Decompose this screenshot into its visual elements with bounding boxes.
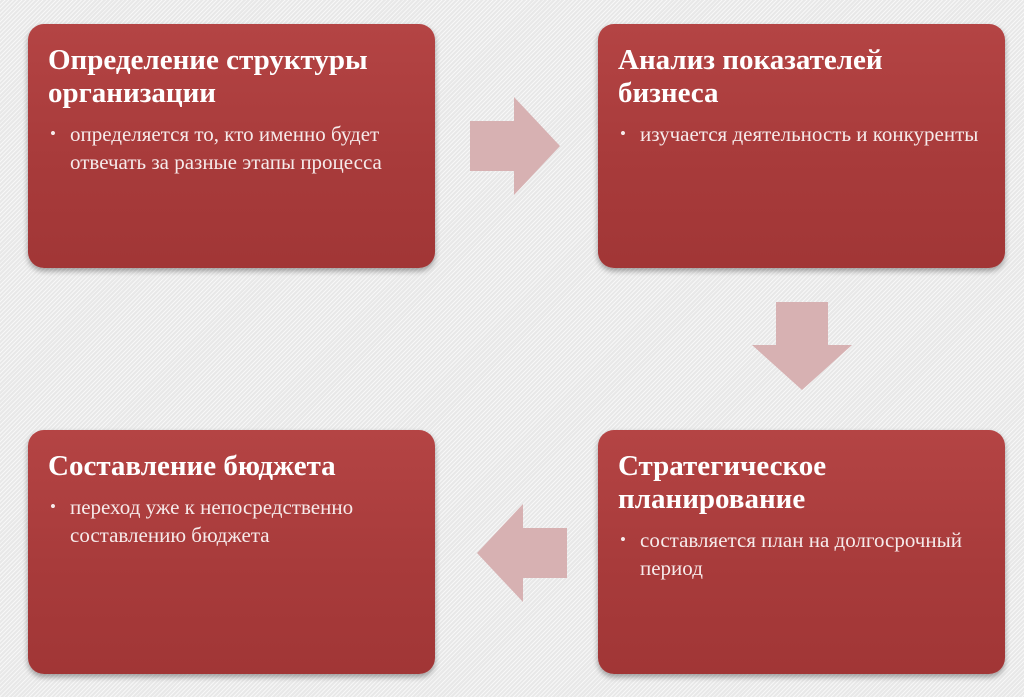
bullet-icon: • (50, 497, 56, 516)
step-title: Стратегическое планирование (618, 450, 827, 515)
step-bullet-item: • переход уже к непосредственно составле… (50, 493, 415, 549)
step-bullet-text: определяется то, кто именно будет отвеча… (70, 122, 382, 174)
step-bullet-text: переход уже к непосредственно составлени… (70, 495, 354, 547)
step-title: Определение структуры организации (48, 44, 368, 109)
step-box-analysis: Анализ показателей бизнеса • изучается д… (598, 24, 1005, 268)
step-box-structure: Определение структуры организации • опре… (28, 24, 435, 268)
step-bullet-item: • определяется то, кто именно будет отве… (50, 120, 415, 176)
arrow-down-icon (752, 302, 852, 390)
step-box-budgeting: Составление бюджета • переход уже к непо… (28, 430, 435, 674)
step-bullet-list: • переход уже к непосредственно составле… (48, 493, 415, 549)
step-bullet-item: • составляется план на долгосрочный пери… (620, 526, 985, 582)
step-box-strategic-planning: Стратегическое планирование • составляет… (598, 430, 1005, 674)
step-bullet-text: составляется план на долгосрочный период (640, 528, 962, 580)
arrow-right-icon (470, 97, 560, 195)
step-title: Составление бюджета (48, 450, 336, 482)
arrow-left-icon (477, 504, 567, 602)
bullet-icon: • (620, 124, 626, 143)
step-bullet-item: • изучается деятельность и конкуренты (620, 120, 985, 148)
step-bullet-list: • составляется план на долгосрочный пери… (618, 526, 985, 582)
step-bullet-list: • определяется то, кто именно будет отве… (48, 120, 415, 176)
step-bullet-list: • изучается деятельность и конкуренты (618, 120, 985, 148)
bullet-icon: • (50, 124, 56, 143)
step-title: Анализ показателей бизнеса (618, 44, 883, 109)
bullet-icon: • (620, 530, 626, 549)
step-bullet-text: изучается деятельность и конкуренты (640, 122, 979, 146)
